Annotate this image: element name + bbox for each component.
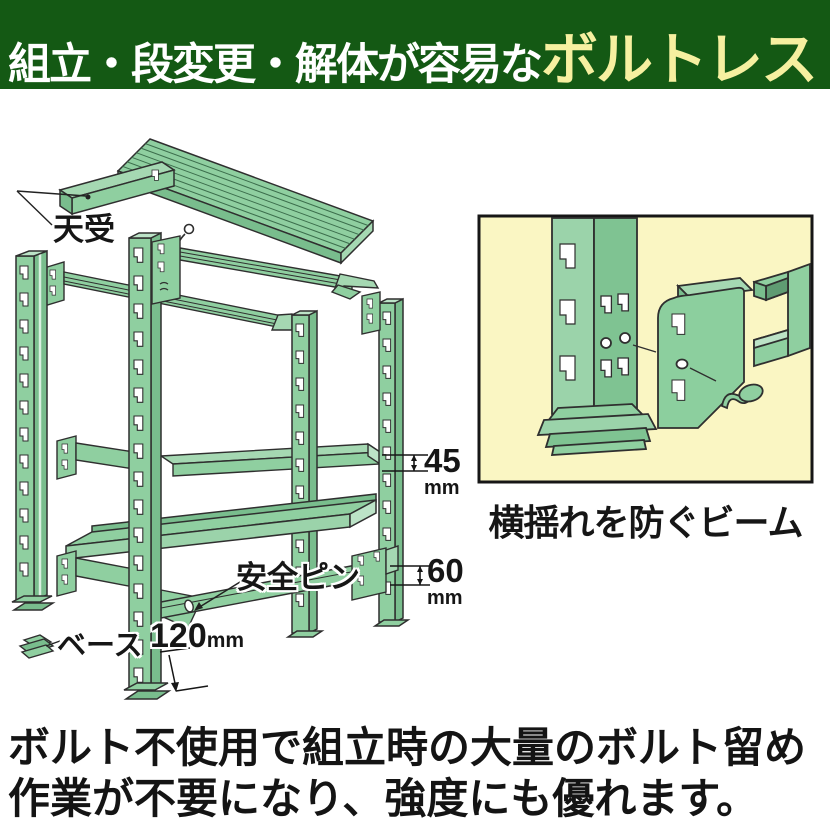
inset-arrow — [632, 344, 657, 353]
label-top-receiver: 天受 — [53, 212, 115, 247]
header-title-yellow: ボルトレス — [541, 28, 818, 92]
footer-line-2: 作業が不要になり、強度にも優れます。 — [8, 775, 759, 822]
inset-safety-pin — [720, 383, 764, 410]
beam-top-front — [179, 247, 380, 300]
footer-description: ボルト不使用で組立時の大量のボルト留め 作業が不要になり、強度にも優れます。 — [8, 722, 828, 824]
beam-top-back — [43, 261, 293, 331]
label-safety-pin: 安全ピン — [236, 560, 360, 595]
dimension-45-value: 45 — [424, 442, 461, 479]
dimension-120-value: 120 — [150, 617, 207, 655]
inset-panel — [477, 214, 814, 484]
beam-bottom-bracket-right — [351, 545, 399, 601]
inset-beam-connector — [657, 277, 754, 429]
dimension-label-60: 60 mm — [427, 554, 464, 608]
post-front-right — [372, 297, 411, 627]
beam-top-front-bracket-left — [151, 235, 181, 305]
dimension-label-45: 45 mm — [424, 444, 461, 498]
top-receiver-callout — [16, 190, 87, 226]
label-base: ベース — [57, 630, 143, 662]
dimension-45-unit: mm — [424, 477, 460, 499]
dimension-60 — [390, 565, 430, 586]
inset-post-base — [536, 403, 658, 456]
beam-top-front-bracket-right — [361, 291, 381, 335]
dimension-60-unit: mm — [427, 587, 463, 609]
inset-c-beam — [752, 262, 811, 368]
post-back-right — [285, 309, 325, 638]
beam-bottom-front — [160, 561, 373, 629]
top-shelf-panel — [116, 138, 375, 265]
dimension-45 — [382, 454, 428, 472]
dimension-60-value: 60 — [427, 552, 464, 589]
header-banner: 組立・段変更・解体が容易なボルトレス — [0, 0, 830, 92]
footer-line-1: ボルト不使用で組立時の大量のボルト留め — [8, 724, 807, 771]
base-callout — [45, 640, 61, 647]
base-pad — [18, 634, 55, 659]
post-front-left — [123, 231, 172, 700]
middle-shelf — [65, 493, 377, 560]
dimension-120 — [159, 647, 209, 692]
inset-post — [551, 217, 638, 415]
post-back-left — [11, 249, 56, 611]
inset-caption: 横揺れを防ぐビーム — [488, 502, 804, 543]
shelf-beam-45-bar — [158, 442, 383, 477]
header-title-white: 組立・段変更・解体が容易な — [8, 41, 543, 89]
floating-safety-pin-icon — [178, 223, 195, 243]
safety-pin-callout — [194, 581, 241, 611]
dimension-label-120: 120mm — [150, 619, 244, 653]
dimension-120-unit: mm — [206, 629, 245, 652]
